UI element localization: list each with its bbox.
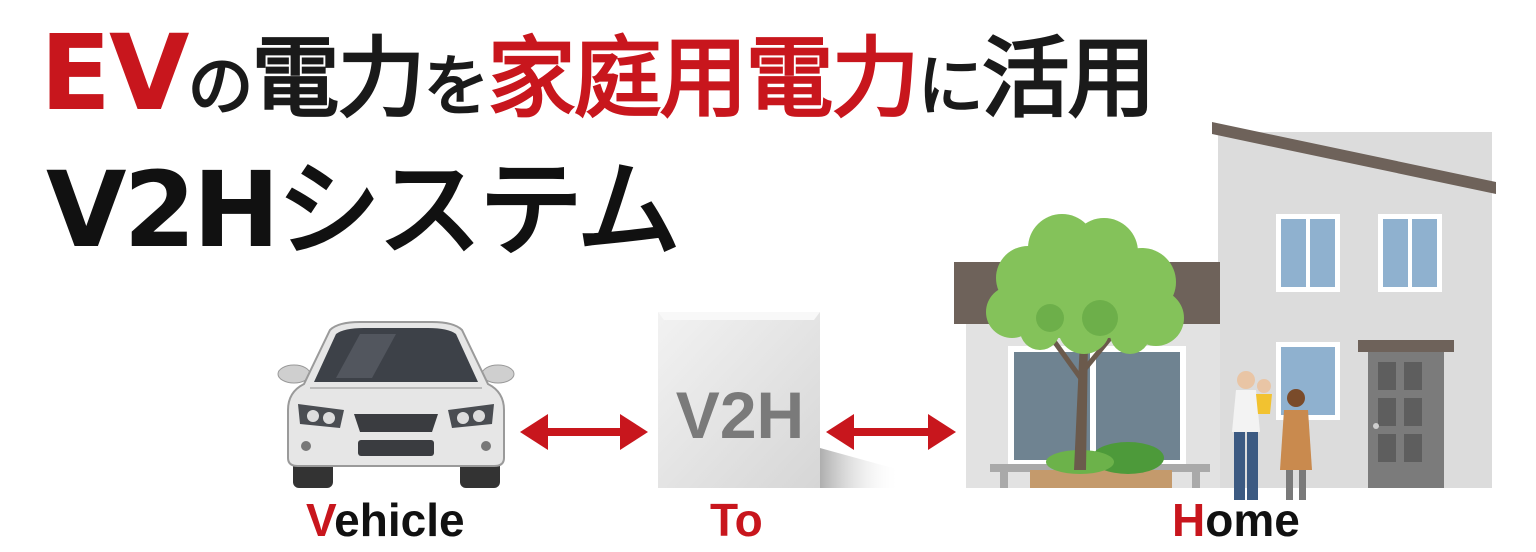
label-vehicle-rest: ehicle bbox=[334, 494, 465, 546]
double-arrow-icon bbox=[520, 414, 648, 450]
headline-wo: を bbox=[423, 48, 490, 125]
label-home-rest: ome bbox=[1205, 494, 1300, 546]
headline-denryoku: 電力 bbox=[251, 27, 426, 130]
label-to: To bbox=[710, 492, 763, 548]
label-home: Home bbox=[1172, 492, 1300, 548]
car-icon bbox=[277, 321, 515, 488]
headline: EVの電力を家庭用電力に活用 bbox=[40, 18, 1156, 130]
headline-no: の bbox=[187, 48, 254, 125]
headline-ni: に bbox=[917, 48, 984, 125]
subtitle: V2Hシステム bbox=[46, 149, 681, 271]
headline-katsuyou: 活用 bbox=[981, 27, 1156, 130]
label-to-text: To bbox=[710, 494, 763, 546]
tree-icon bbox=[986, 214, 1184, 470]
double-arrow-icon bbox=[826, 414, 956, 450]
v2h-box-icon bbox=[658, 312, 900, 488]
headline-katei: 家庭用電力 bbox=[487, 27, 920, 130]
label-vehicle-initial: V bbox=[306, 494, 335, 546]
headline-ev: EV bbox=[40, 12, 190, 134]
label-home-initial: H bbox=[1172, 494, 1206, 546]
family-icon bbox=[1232, 371, 1312, 500]
label-vehicle: Vehicle bbox=[306, 492, 465, 548]
v2h-device-label: V2H bbox=[675, 378, 805, 452]
